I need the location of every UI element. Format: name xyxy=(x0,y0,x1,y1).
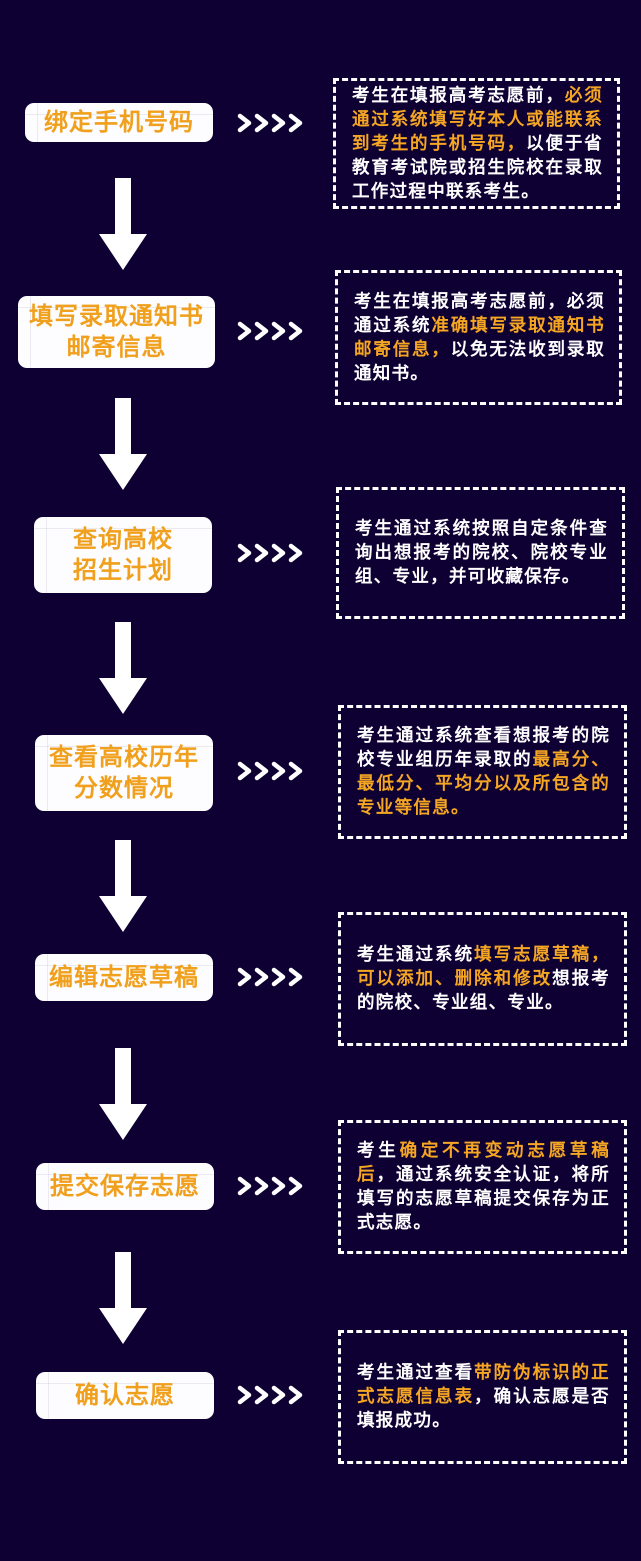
chevron-right-icon xyxy=(237,1176,252,1196)
chevron-right-icon xyxy=(271,321,286,341)
step-description-box: 考生通过查看带防伪标识的正式志愿信息表，确认志愿是否填报成功。 xyxy=(338,1330,627,1464)
step-title: 提交保存志愿 xyxy=(50,1172,200,1200)
chevron-right-icon xyxy=(237,113,252,133)
chevron-right-icon xyxy=(237,1385,252,1405)
step-description: 考生在填报高考志愿前，必须通过系统准确填写录取通知书邮寄信息，以免无法收到录取通… xyxy=(354,290,605,386)
description-text: 考生通过系统按照自定条件查询出想报考的院校、院校专业组、专业，并可收藏保存。 xyxy=(355,519,608,587)
chevron-right-icon xyxy=(237,761,252,781)
description-text: 考生通过系统查看想报考的院校专业组历年录取的 xyxy=(357,726,610,770)
chevron-right-icon xyxy=(288,1385,303,1405)
chevron-right-icon xyxy=(237,321,252,341)
description-text: 考生通过查看 xyxy=(357,1363,475,1383)
step-description-box: 考生通过系统按照自定条件查询出想报考的院校、院校专业组、专业，并可收藏保存。 xyxy=(336,487,625,619)
down-arrow-icon xyxy=(99,1252,147,1344)
step-title-box: 绑定手机号码 xyxy=(25,103,213,142)
chevron-right-icon xyxy=(288,113,303,133)
chevrons-right-icon xyxy=(237,967,303,987)
step-description: 考生通过系统按照自定条件查询出想报考的院校、院校专业组、专业，并可收藏保存。 xyxy=(355,517,608,589)
step-title: 查看高校历年 分数情况 xyxy=(49,743,199,802)
step-description: 考生通过系统填写志愿草稿，可以添加、删除和修改想报考的院校、专业组、专业。 xyxy=(357,943,610,1015)
step-title-box: 填写录取通知书 邮寄信息 xyxy=(18,296,215,368)
chevron-right-icon xyxy=(254,321,269,341)
down-arrow-icon xyxy=(99,622,147,714)
step-title-box: 确认志愿 xyxy=(36,1372,214,1419)
step-title: 查询高校 招生计划 xyxy=(73,525,173,584)
step-description: 考生通过查看带防伪标识的正式志愿信息表，确认志愿是否填报成功。 xyxy=(357,1361,610,1433)
chevron-right-icon xyxy=(254,1176,269,1196)
description-text: ，通过系统安全认证，将所填写的志愿草稿提交保存为正式志愿。 xyxy=(357,1165,610,1233)
chevrons-right-icon xyxy=(237,761,303,781)
chevron-right-icon xyxy=(271,761,286,781)
description-text: 想报考的院校、专业组、专业。 xyxy=(357,969,611,1013)
chevron-right-icon xyxy=(237,967,252,987)
step-title-box: 查看高校历年 分数情况 xyxy=(35,735,213,811)
step-title: 编辑志愿草稿 xyxy=(49,963,199,991)
step-description-box: 考生在填报高考志愿前，必须通过系统准确填写录取通知书邮寄信息，以免无法收到录取通… xyxy=(335,270,622,405)
step-description-box: 考生通过系统查看想报考的院校专业组历年录取的最高分、最低分、平均分以及所包含的专… xyxy=(338,705,627,839)
description-text: 以便于省教育考试院或招生院校在录取工作过程中联系考生。 xyxy=(352,133,604,202)
description-text: 考生 xyxy=(357,1141,400,1161)
description-text: 考生在填报高考志愿前， xyxy=(352,85,565,106)
down-arrow-icon xyxy=(99,1048,147,1140)
highlighted-text: 填写志愿草稿，可以添加、删除和修改 xyxy=(357,945,610,989)
chevron-right-icon xyxy=(288,543,303,563)
highlighted-text: 最高分、最低分、平均分以及所包含的专业等信息。 xyxy=(357,750,611,818)
description-text: 考生在填报高考志愿前，必须通过系统 xyxy=(354,291,605,336)
description-text: 考生通过系统 xyxy=(357,945,475,965)
step-title-box: 查询高校 招生计划 xyxy=(34,517,212,593)
chevrons-right-icon xyxy=(237,1385,303,1405)
down-arrow-icon xyxy=(99,840,147,932)
highlighted-text: 必须通过系统填写好本人或能联系到考生的手机号码， xyxy=(352,85,603,154)
step-description: 考生在填报高考志愿前，必须通过系统填写好本人或能联系到考生的手机号码，以便于省教… xyxy=(352,84,603,204)
step-title-box: 编辑志愿草稿 xyxy=(35,954,213,1001)
step-title: 确认志愿 xyxy=(75,1381,175,1409)
chevron-right-icon xyxy=(254,543,269,563)
chevron-right-icon xyxy=(288,967,303,987)
step-title: 绑定手机号码 xyxy=(44,108,194,136)
chevrons-right-icon xyxy=(237,113,303,133)
chevron-right-icon xyxy=(237,543,252,563)
step-description-box: 考生确定不再变动志愿草稿后，通过系统安全认证，将所填写的志愿草稿提交保存为正式志… xyxy=(338,1120,627,1254)
chevron-right-icon xyxy=(254,967,269,987)
step-title-box: 提交保存志愿 xyxy=(36,1163,214,1210)
highlighted-text: 准确填写录取通知书邮寄信息， xyxy=(354,315,606,360)
step-title: 填写录取通知书 邮寄信息 xyxy=(29,302,204,361)
down-arrow-icon xyxy=(99,178,147,270)
down-arrow-icon xyxy=(99,398,147,490)
chevron-right-icon xyxy=(288,1176,303,1196)
chevron-right-icon xyxy=(288,321,303,341)
chevron-right-icon xyxy=(254,1385,269,1405)
step-description: 考生确定不再变动志愿草稿后，通过系统安全认证，将所填写的志愿草稿提交保存为正式志… xyxy=(357,1139,610,1235)
highlighted-text: 确定不再变动志愿草稿后 xyxy=(357,1141,611,1185)
description-text: 以免无法收到录取通知书。 xyxy=(354,339,605,384)
chevrons-right-icon xyxy=(237,1176,303,1196)
chevron-right-icon xyxy=(271,113,286,133)
chevron-right-icon xyxy=(254,761,269,781)
step-description: 考生通过系统查看想报考的院校专业组历年录取的最高分、最低分、平均分以及所包含的专… xyxy=(357,724,610,820)
description-text: ，确认志愿是否填报成功。 xyxy=(357,1387,610,1431)
step-description-box: 考生通过系统填写志愿草稿，可以添加、删除和修改想报考的院校、专业组、专业。 xyxy=(338,912,627,1046)
chevrons-right-icon xyxy=(237,321,303,341)
chevron-right-icon xyxy=(254,113,269,133)
chevron-right-icon xyxy=(271,543,286,563)
chevron-right-icon xyxy=(288,761,303,781)
chevron-right-icon xyxy=(271,1176,286,1196)
step-description-box: 考生在填报高考志愿前，必须通过系统填写好本人或能联系到考生的手机号码，以便于省教… xyxy=(333,78,620,209)
highlighted-text: 带防伪标识的正式志愿信息表 xyxy=(357,1363,610,1407)
chevron-right-icon xyxy=(271,1385,286,1405)
chevron-right-icon xyxy=(271,967,286,987)
chevrons-right-icon xyxy=(237,543,303,563)
